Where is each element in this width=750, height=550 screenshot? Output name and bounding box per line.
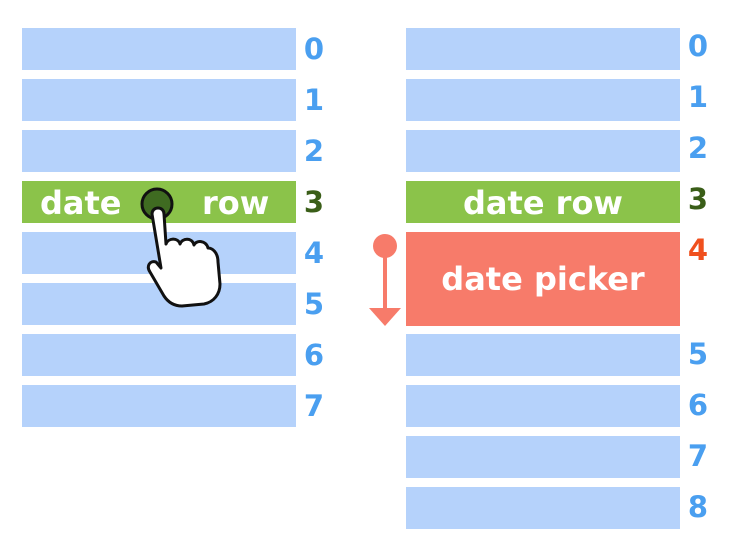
tap-hand-icon [140,187,222,308]
row-index: 1 [687,80,709,114]
row-index: 5 [303,287,325,321]
row-index: 2 [687,131,709,165]
row-index: 7 [303,389,325,423]
pull-down-arrow-icon [369,234,401,326]
row-index: 3 [687,182,709,216]
list-item[interactable] [406,334,680,376]
date-row-label-right: row [202,184,270,222]
list-item[interactable] [22,79,296,121]
row-index: 6 [687,388,709,422]
date-picker-label: date picker [441,260,645,298]
date-row-label-left: date [40,184,122,222]
list-item[interactable] [22,334,296,376]
row-index: 6 [303,338,325,372]
date-picker[interactable]: date picker [406,232,680,326]
row-index: 8 [687,490,709,524]
row-index: 2 [303,134,325,168]
row-index: 7 [687,439,709,473]
date-row-label: date row [463,184,623,222]
list-item[interactable] [22,28,296,70]
list-item[interactable] [406,436,680,478]
list-item[interactable] [406,385,680,427]
list-item[interactable] [22,130,296,172]
row-index: 4 [303,236,325,270]
row-index: 0 [303,32,325,66]
row-index: 0 [687,29,709,63]
list-item[interactable] [406,130,680,172]
row-index: 1 [303,83,325,117]
row-index: 5 [687,337,709,371]
row-index: 3 [303,185,325,219]
row-index: 4 [687,233,709,267]
list-item[interactable] [406,28,680,70]
list-item[interactable] [406,79,680,121]
list-item[interactable] [22,385,296,427]
date-row[interactable]: date row [406,181,680,223]
list-item[interactable] [406,487,680,529]
